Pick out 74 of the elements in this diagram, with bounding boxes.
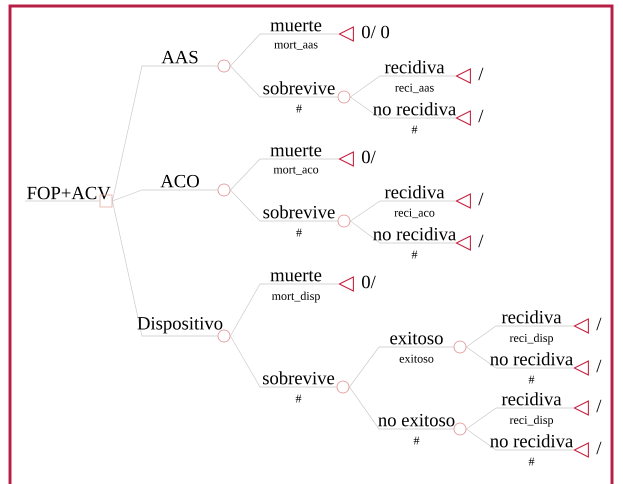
branch-label: sobrevive [264,81,335,94]
branch-label: sobrevive [263,371,334,384]
payoff-label: / [596,360,602,372]
branch-line [230,34,338,66]
root-label: FOP+ACV [27,186,111,200]
branch-line [112,66,218,202]
branch-label: muerte [270,146,322,156]
probability-label: mort_disp [272,292,320,302]
payoff-label: / [478,192,484,206]
branch-line [24,200,100,202]
branch-line [349,386,454,430]
branch-line [349,346,454,388]
probability-label: reci_aas [395,84,434,94]
branch-label: recidiva [502,392,562,406]
payoff-label: 0/ [362,276,376,288]
chance-circle [338,90,350,104]
branch-label: no exitoso [378,414,454,426]
probability-label: reci_disp [510,334,554,344]
branch-line [230,190,338,222]
payoff-label: / [596,318,602,330]
branch-line [230,284,338,336]
branch-label: recidiva [384,60,444,74]
branch-line [230,336,337,388]
branch-line [466,346,574,368]
probability-label: # [296,228,302,236]
payoff-label: / [478,234,484,248]
branch-label: recidiva [384,185,444,198]
probability-label: reci_aco [394,208,434,218]
probability-label: # [296,104,302,112]
branch-label: Dispositivo [138,317,222,334]
branch-label: muerte [270,270,322,282]
payoff-label: / [478,110,484,122]
payoff-label: 0/ [362,150,376,164]
payoff-label: / [596,400,602,412]
probability-label: # [296,394,302,402]
chance-circle [338,214,350,228]
probability-label: mort_aco [274,166,318,175]
payoff-label: / [596,442,602,454]
branch-label: no recidiva [373,102,456,116]
probability-label: # [528,376,534,384]
chance-circle [454,340,466,354]
branch-line [112,200,218,336]
branch-line [350,76,456,98]
branch-label: AAS [162,50,198,64]
probability-label: # [412,250,418,258]
branch-line [230,66,338,98]
payoff-label: / [478,68,484,80]
branch-label: no recidiva [373,227,456,240]
probability-label: exitoso [400,354,434,363]
branch-label: no recidiva [490,434,573,448]
probability-label: mort_aas [274,42,318,50]
branch-label: exitoso [390,332,443,344]
branch-label: recidiva [502,310,562,324]
branch-line [350,220,456,244]
probability-label: # [528,458,534,466]
branch-line [466,428,574,450]
chance-circle [218,184,230,196]
branch-line [230,158,338,190]
branch-line [112,190,218,202]
probability-label: # [414,436,420,444]
payoff-label: 0/ 0 [362,26,390,38]
branch-label: muerte [270,20,322,32]
branch-line [350,96,456,118]
branch-line [466,408,574,430]
chance-circle [218,60,230,72]
branch-label: sobrevive [264,205,335,218]
branch-line [350,200,456,222]
probability-label: reci_disp [510,416,554,426]
chance-circle [454,422,466,436]
branch-line [466,326,574,348]
branch-label: ACO [160,174,199,188]
branch-label: no recidiva [490,352,573,366]
chance-circle [336,380,350,394]
probability-label: # [412,126,418,134]
